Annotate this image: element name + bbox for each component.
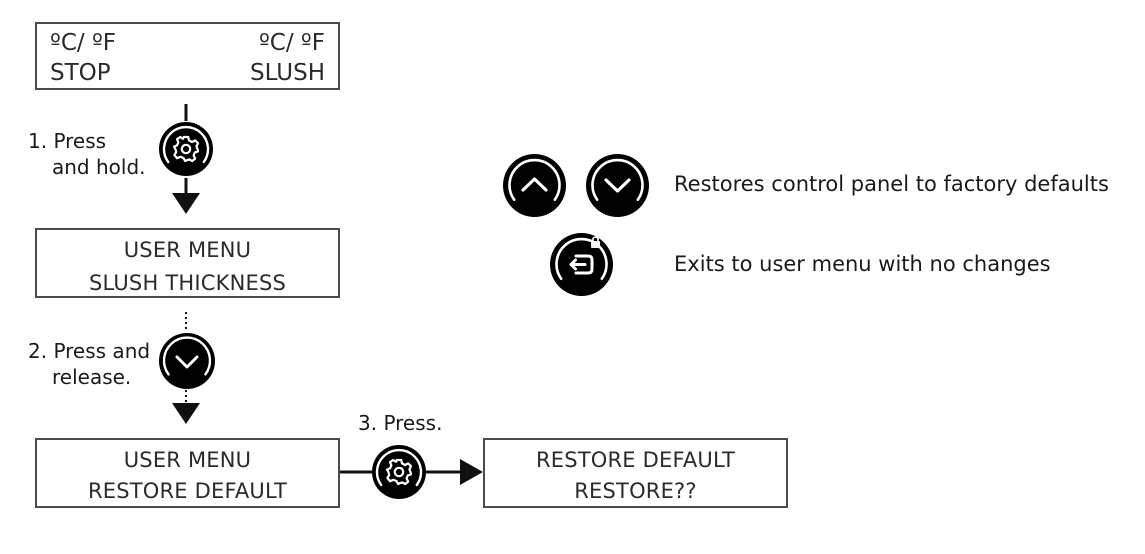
arrow-down-2 [172,403,200,424]
legend-up-down-text: Restores control panel to factory defaul… [674,172,1109,196]
step1-label-line2: and hold. [52,155,146,179]
step2-down-button[interactable] [159,333,215,389]
display-home-bottom-left: STOP [50,60,111,86]
step3-label: 3. Press. [358,411,443,435]
arrow-down-1 [172,193,200,214]
display-user-menu-restore-line2: RESTORE DEFAULT [87,479,288,503]
chevron-down-icon [591,158,644,201]
chevron-up-icon [508,158,561,201]
step2-label-line1: 2. Press and [28,339,151,363]
legend-down-button[interactable] [586,154,649,217]
gear-icon [162,125,210,164]
display-home-top-right: ºC/ ºF [258,30,325,56]
display-home: ºC/ ºF ºC/ ºF STOP SLUSH [35,22,340,90]
chevron-down-icon [162,336,212,376]
display-restore-default-line2: RESTORE?? [574,479,697,503]
legend-up-button[interactable] [503,154,566,217]
display-restore-default-line1: RESTORE DEFAULT [535,448,736,472]
step1-label-line1: 1. Press [28,129,107,153]
legend-back-text: Exits to user menu with no changes [674,252,1051,276]
display-home-top-left: ºC/ ºF [50,30,117,56]
display-user-menu-slush: USER MENU SLUSH THICKNESS [35,228,340,298]
display-user-menu-restore: USER MENU RESTORE DEFAULT [35,438,340,508]
step2-label-line2: release. [52,365,132,389]
display-restore-default: RESTORE DEFAULT RESTORE?? [483,438,788,508]
legend-back-button[interactable] [550,233,613,296]
display-home-bottom-right: SLUSH [250,60,325,86]
lock-icon [591,236,600,248]
display-user-menu-restore-line1: USER MENU [123,448,252,472]
back-arrow-lock-icon [555,236,608,280]
gear-icon [375,448,423,487]
step3-gear-button[interactable] [372,445,426,499]
step1-gear-button[interactable] [159,122,213,176]
display-user-menu-slush-line1: USER MENU [123,238,252,262]
arrow-right-3 [460,459,483,485]
display-user-menu-slush-line2: SLUSH THICKNESS [88,271,287,295]
step2-label: 2. Press and release. [28,338,150,390]
step1-label: 1. Press and hold. [28,128,146,180]
